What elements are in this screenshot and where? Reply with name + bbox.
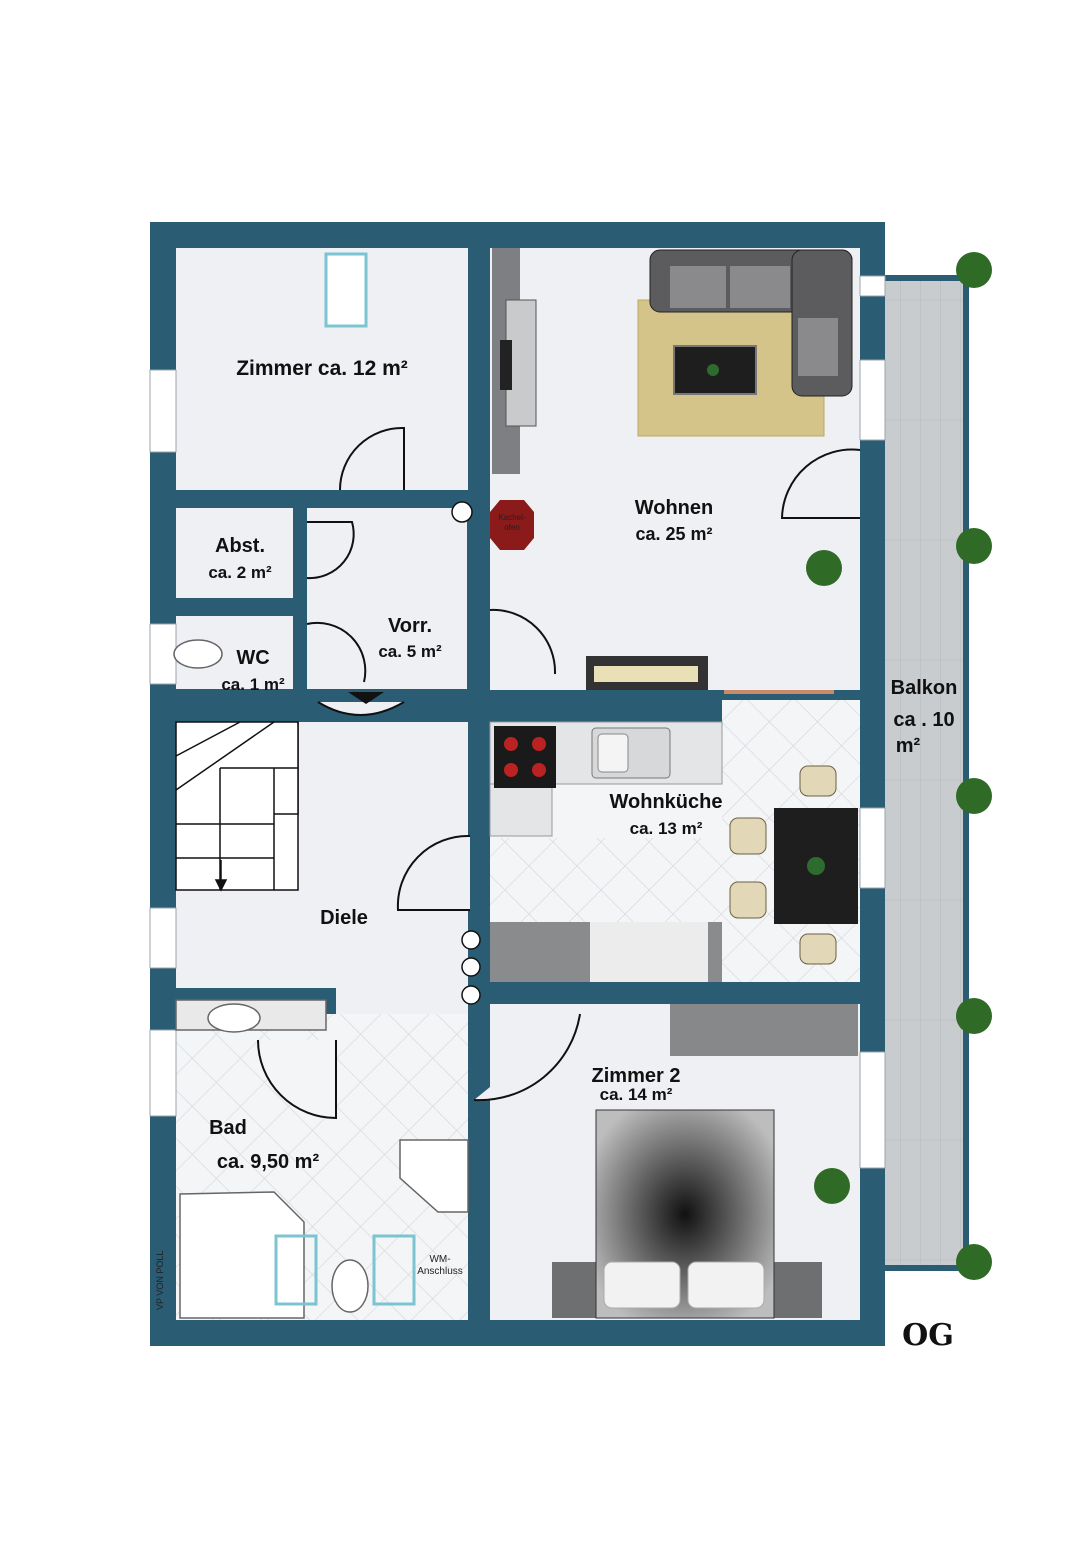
- chimney-flues: [451, 501, 481, 1005]
- skylight: [324, 252, 368, 328]
- room-name-zimmer-2: Zimmer 2: [592, 1065, 681, 1087]
- sideboard: [586, 656, 708, 690]
- sofa-set: [637, 249, 853, 437]
- balcony-door-sill: [724, 690, 834, 694]
- wm-label-1: WM-: [429, 1254, 450, 1265]
- room-area-wc: ca. 1 m²: [221, 675, 285, 694]
- doors: [257, 426, 861, 1120]
- room-area-abst: ca. 2 m²: [208, 563, 272, 582]
- room-area-bad: ca. 9,50 m²: [217, 1151, 320, 1173]
- entrance-arrow: [348, 692, 384, 704]
- room-name-vorr: Vorr.: [388, 615, 432, 637]
- balcony-deck: [877, 275, 969, 1271]
- plant-icons: [806, 252, 992, 1280]
- room-area-balkon-unit: m²: [896, 735, 921, 757]
- watermark-logo: VP VON POLL: [155, 1251, 165, 1310]
- room-area-wohnkueche: ca. 13 m²: [630, 819, 703, 838]
- room-name-zimmer-12: Zimmer ca. 12 m²: [236, 357, 408, 380]
- room-area-zimmer-2: ca. 14 m²: [600, 1085, 673, 1104]
- wm-label-2: Anschluss: [417, 1266, 463, 1277]
- room-name-wc: WC: [236, 647, 269, 669]
- tv-cabinet: [492, 248, 537, 474]
- stove-label-2: ofen: [504, 523, 520, 532]
- windows: [149, 275, 886, 1169]
- room-area-balkon: ca . 10: [893, 709, 954, 731]
- floor-label: OG: [902, 1318, 954, 1353]
- room-area-wohnen: ca. 25 m²: [635, 524, 712, 544]
- room-labels: Zimmer ca. 12 m² Wohnen ca. 25 m² Abst. …: [208, 357, 957, 1173]
- bathroom-fixtures: [173, 639, 469, 1319]
- room-name-balkon: Balkon: [891, 677, 958, 699]
- staircase: [175, 721, 299, 892]
- double-bed: [552, 1109, 822, 1319]
- wardrobe: [670, 1004, 858, 1056]
- stove-label-1: Kachel-: [498, 513, 525, 522]
- room-area-vorr: ca. 5 m²: [378, 642, 442, 661]
- room-name-wohnkueche: Wohnküche: [610, 791, 723, 813]
- room-name-bad: Bad: [209, 1117, 247, 1139]
- room-name-diele: Diele: [320, 907, 368, 929]
- kitchen-counter: [489, 721, 723, 982]
- room-name-wohnen: Wohnen: [635, 497, 714, 519]
- tile-stove: Kachel- ofen: [490, 500, 534, 550]
- dining-table: [729, 765, 858, 965]
- room-name-abst: Abst.: [215, 535, 265, 557]
